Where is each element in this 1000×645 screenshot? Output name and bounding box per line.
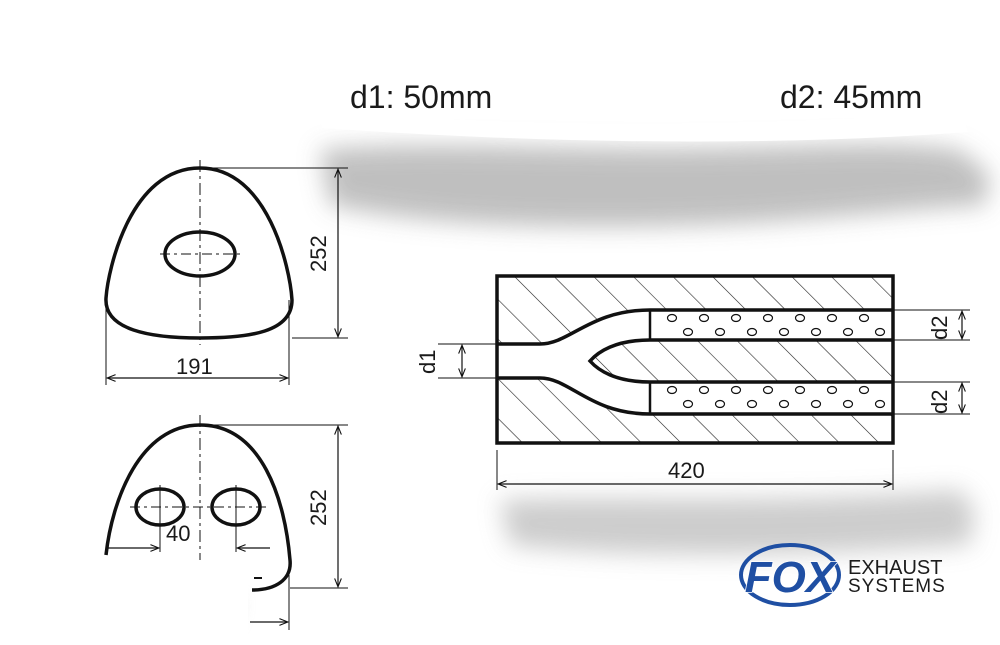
perforation-hole <box>794 313 806 323</box>
torn-paper-mask <box>0 560 248 645</box>
section-dimensions <box>438 309 970 490</box>
profile-top-outline <box>104 166 294 340</box>
perforation-hole <box>746 327 758 337</box>
perforation-hole <box>714 327 726 337</box>
perforation-hole <box>666 313 678 323</box>
inlet-diameter-dimension: d1 <box>415 350 440 374</box>
fox-logo-line1: EXHAUST <box>848 557 942 579</box>
fox-logo-ring <box>739 543 841 607</box>
perforation-hole <box>730 313 742 323</box>
perforation-hole <box>666 385 678 395</box>
perforation-hole <box>842 327 854 337</box>
profile-top <box>104 160 348 385</box>
perforation-hole <box>874 399 886 409</box>
perforation-hole <box>842 399 854 409</box>
paper-shadow <box>105 110 990 629</box>
outlet-upper-diameter-dimension: d2 <box>927 316 952 340</box>
perforation-hole <box>810 399 822 409</box>
perforation-hole <box>698 313 710 323</box>
perforation-hole <box>746 399 758 409</box>
profile-top-height-dimension: 252 <box>306 235 331 272</box>
inlet-y-pipe <box>497 310 893 414</box>
perforation-hole <box>826 313 838 323</box>
d2-diameter-label: d2: 45mm <box>780 79 922 115</box>
perforation-hole <box>762 313 774 323</box>
fox-logo-line2: SYSTEMS <box>848 576 946 597</box>
perforation-hole <box>730 385 742 395</box>
perforation-holes <box>666 313 886 409</box>
profile-bottom-outline <box>104 423 292 592</box>
outlet-lower-diameter-dimension: d2 <box>927 390 952 414</box>
perforation-hole <box>698 385 710 395</box>
perforation-hole <box>778 327 790 337</box>
profile-bottom-height-dimension: 252 <box>306 489 331 526</box>
perforation-hole <box>826 385 838 395</box>
fox-logo-mark: FOX <box>745 553 838 602</box>
profile-bottom <box>104 415 348 630</box>
perforation-hole <box>810 327 822 337</box>
perforation-hole <box>858 313 870 323</box>
d1-diameter-label: d1: 50mm <box>350 79 492 115</box>
perforation-hole <box>794 385 806 395</box>
perforation-hole <box>682 327 694 337</box>
section-length-dimension: 420 <box>668 458 705 483</box>
profile-top-width-dimension: 191 <box>176 354 213 379</box>
perforation-hole <box>858 385 870 395</box>
perforation-hole <box>714 399 726 409</box>
profile-bottom-hole-spacing-dimension: 40 <box>166 521 190 546</box>
fox-logo: FOX EXHAUST SYSTEMS <box>739 543 946 607</box>
muffler-section <box>495 274 895 445</box>
perforation-hole <box>762 385 774 395</box>
perforation-hole <box>778 399 790 409</box>
perforation-hole <box>682 399 694 409</box>
perforation-hole <box>874 327 886 337</box>
